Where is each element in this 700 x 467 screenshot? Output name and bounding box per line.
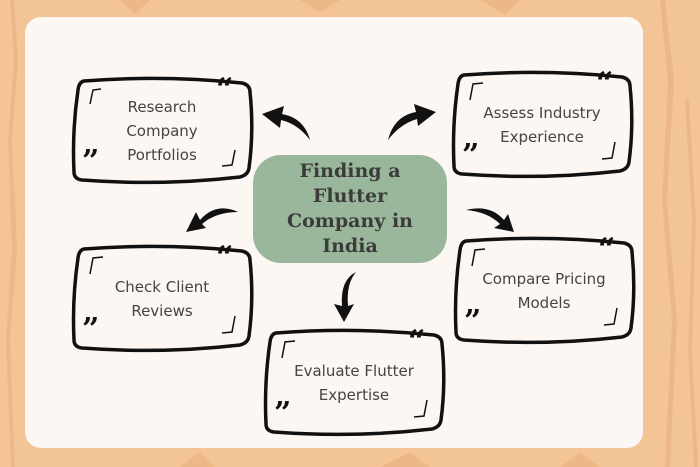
curved-arrow-icon <box>262 106 310 140</box>
quote-open-icon: “ <box>596 66 614 101</box>
node-label: Compare Pricing Models <box>452 236 636 346</box>
node-label-line: Assess Industry <box>483 104 601 122</box>
node-label: Assess Industry Experience <box>450 70 634 180</box>
curved-arrow-icon <box>186 208 238 232</box>
node-check-client-reviews: “ ” Check Client Reviews <box>70 240 254 354</box>
node-label-line: Check Client <box>114 278 210 296</box>
node-label-line: Expertise <box>318 386 390 404</box>
node-label-line: Portfolios <box>127 146 197 164</box>
hand-drawn-frame <box>71 244 254 353</box>
quote-open-icon: “ <box>598 232 616 267</box>
node-label: Research Company Portfolios <box>70 76 254 186</box>
node-label-line: Experience <box>500 128 584 146</box>
node-label-line: Company <box>126 122 198 140</box>
curved-arrow-icon <box>334 272 356 322</box>
node-label-line: Research <box>127 98 197 116</box>
hand-drawn-frame <box>71 76 254 185</box>
central-topic-title: Finding a Flutter Company in India <box>287 160 413 257</box>
quote-close-icon: ” <box>462 138 480 173</box>
node-label: Check Client Reviews <box>70 244 254 354</box>
central-topic-box: Finding a Flutter Company in India <box>253 155 447 263</box>
quote-open-icon: “ <box>216 72 234 107</box>
node-research-company-portfolios: “ ” Research Company Portfolios <box>70 72 254 186</box>
node-label-line: Models <box>517 294 571 312</box>
curved-arrow-icon <box>466 208 514 232</box>
hand-drawn-frame <box>453 236 636 345</box>
quote-open-icon: “ <box>216 240 234 275</box>
node-evaluate-flutter-expertise: “ ” Evaluate Flutter Expertise <box>262 324 446 438</box>
node-label: Evaluate Flutter Expertise <box>262 328 446 438</box>
quote-close-icon: ” <box>82 312 100 347</box>
hand-drawn-frame <box>451 70 634 179</box>
quote-close-icon: ” <box>464 304 482 339</box>
quote-close-icon: ” <box>274 396 292 431</box>
node-label-line: Evaluate Flutter <box>294 362 414 380</box>
quote-close-icon: ” <box>82 144 100 179</box>
node-label-line: Compare Pricing <box>482 270 606 288</box>
node-label-line: Reviews <box>131 302 193 320</box>
quote-open-icon: “ <box>408 324 426 359</box>
node-compare-pricing-models: “ ” Compare Pricing Models <box>452 232 636 346</box>
node-assess-industry-experience: “ ” Assess Industry Experience <box>450 66 634 180</box>
hand-drawn-frame <box>263 328 446 437</box>
curved-arrow-icon <box>388 104 436 140</box>
